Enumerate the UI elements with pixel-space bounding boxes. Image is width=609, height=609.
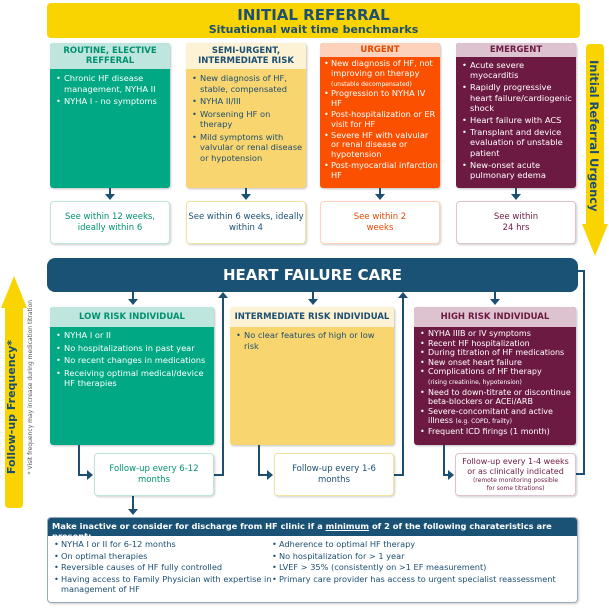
initial-referral-banner: INITIAL REFERRAL Situational wait time b… — [47, 3, 580, 38]
list-item: New onset heart failure — [420, 358, 573, 368]
discharge-header: Make inactive or consider for discharge … — [48, 518, 577, 541]
list-item: Severe HF with valvular or renal disease… — [324, 130, 438, 160]
list-item: Frequent ICD firings (1 month) — [420, 427, 573, 437]
list-item: Heart failure with ACS — [462, 115, 573, 125]
arrow-right-icon — [87, 470, 93, 480]
list-item: NYHA IIIB or IV symptoms — [420, 329, 573, 339]
high-risk-title: HIGH RISK INDIVIDUAL — [414, 307, 576, 327]
list-item: Post-myocardial infarction HF — [324, 160, 438, 181]
list-item: Transplant and device evaluation of unst… — [462, 127, 573, 158]
list-item: LVEF > 35% (consistently on >1 EF measur… — [272, 562, 556, 573]
high-risk-followup: Follow-up every 1-4 weeks or as clinical… — [455, 453, 576, 496]
high-risk-card: HIGH RISK INDIVIDUAL NYHA IIIB or IV sym… — [414, 307, 576, 445]
semi-urgent-wait: See within 6 weeks, ideally within 4 — [186, 201, 306, 244]
semi-urgent-title: SEMI-URGENT, INTERMEDIATE RISK — [186, 43, 306, 69]
urgent-title: URGENT — [320, 43, 440, 57]
arrow-right-icon — [448, 470, 454, 480]
list-item: Progression to NYHA IV HF — [324, 89, 438, 109]
list-item: On optimal therapies — [54, 551, 272, 562]
urgent-card: URGENT New diagnosis of HF, not improvin… — [320, 43, 440, 188]
list-item: Primary care provider has access to urge… — [272, 574, 556, 585]
list-item: New-onset acute pulmonary edema — [462, 160, 573, 180]
intermediate-risk-followup: Follow-up every 1-6 months — [274, 453, 394, 496]
list-item: Mild symptoms with valvular or renal dis… — [192, 132, 303, 164]
semi-urgent-card: SEMI-URGENT, INTERMEDIATE RISK New diagn… — [186, 43, 306, 188]
low-risk-followup: Follow-up every 6-12 months — [94, 453, 214, 496]
followup-arrow-icon — [1, 276, 27, 508]
arrow-down-icon — [375, 194, 385, 200]
list-item: Severe-concomitant and active illness (e… — [420, 407, 573, 427]
emergent-wait: See within 24 hrs — [456, 201, 576, 244]
list-item: Rapidly progressive heart failure/cardio… — [462, 82, 573, 113]
list-item: NYHA I or II — [56, 330, 211, 341]
footnote: * Visit frequency may increase during me… — [27, 300, 34, 475]
list-item: Complications of HF therapy(rising creat… — [420, 367, 573, 387]
arrow-down-icon — [490, 299, 500, 305]
low-risk-title: LOW RISK INDIVIDUAL — [50, 307, 214, 327]
intermediate-risk-card: INTERMEDIATE RISK INDIVIDUAL No clear fe… — [230, 307, 394, 445]
list-item: Acute severe myocarditis — [462, 60, 573, 80]
list-item: New diagnosis of HF, not improving on th… — [324, 58, 438, 88]
followup-label: Follow-up Frequency* — [5, 340, 18, 475]
discharge-criteria-box: Make inactive or consider for discharge … — [47, 517, 578, 603]
list-item: Having access to Family Physician with e… — [54, 574, 272, 595]
list-item: Post-hospitalization or ER visit for HF — [324, 109, 438, 130]
intermediate-risk-title: INTERMEDIATE RISK INDIVIDUAL — [230, 307, 394, 327]
emergent-title: EMERGENT — [456, 43, 576, 57]
list-item: New diagnosis of HF, stable, compensated — [192, 73, 303, 94]
list-item: No hospitalizations in past year — [56, 343, 211, 354]
list-item: Adherence to optimal HF therapy — [272, 539, 556, 550]
list-item: Receiving optimal medical/device HF ther… — [56, 368, 211, 389]
routine-title: ROUTINE, ELECTIVE REFFERAL — [50, 43, 170, 69]
list-item: NYHA II/III — [192, 96, 303, 107]
list-item: During titration of HF medications — [420, 348, 573, 358]
list-item: Need to down-titrate or discontinue beta… — [420, 388, 573, 407]
arrow-down-icon — [128, 299, 138, 305]
list-item: Chronic HF disease management, NYHA II — [56, 73, 167, 94]
list-item: NYHA I or II for 6-12 months — [54, 539, 272, 550]
arrow-down-icon — [241, 194, 251, 200]
banner-subtitle: Situational wait time benchmarks — [208, 23, 419, 36]
urgent-wait: See within 2 weeks — [320, 201, 440, 244]
list-item: Reversible causes of HF fully controlled — [54, 562, 272, 573]
banner-title: INITIAL REFERRAL — [237, 6, 390, 24]
low-risk-card: LOW RISK INDIVIDUAL NYHA I or II No hospi… — [50, 307, 214, 445]
list-item: NYHA I - no symptoms — [56, 96, 167, 107]
arrow-down-icon — [105, 194, 115, 200]
list-item: No hospitalization for > 1 year — [272, 551, 556, 562]
list-item: No recent changes in medications — [56, 355, 211, 366]
emergent-card: EMERGENT Acute severe myocarditisRapidly… — [456, 43, 576, 188]
arrow-down-icon — [511, 194, 521, 200]
urgency-label: Initial Referral Urgency — [587, 60, 601, 212]
arrow-right-icon — [267, 470, 273, 480]
urgency-arrow-icon — [582, 44, 608, 256]
routine-wait: See within 12 weeks, ideally within 6 — [50, 201, 170, 244]
list-item: No clear features of high or low risk — [236, 330, 391, 351]
arrow-down-icon — [128, 509, 138, 515]
heart-failure-care-bar: HEART FAILURE CARE — [47, 258, 578, 292]
arrow-up-icon — [218, 292, 228, 298]
arrow-up-icon — [398, 292, 408, 298]
list-item: Recent HF hospitalization — [420, 339, 573, 349]
arrow-down-icon — [308, 299, 318, 305]
routine-card: ROUTINE, ELECTIVE REFFERAL Chronic HF di… — [50, 43, 170, 188]
list-item: Worsening HF on therapy — [192, 109, 303, 130]
